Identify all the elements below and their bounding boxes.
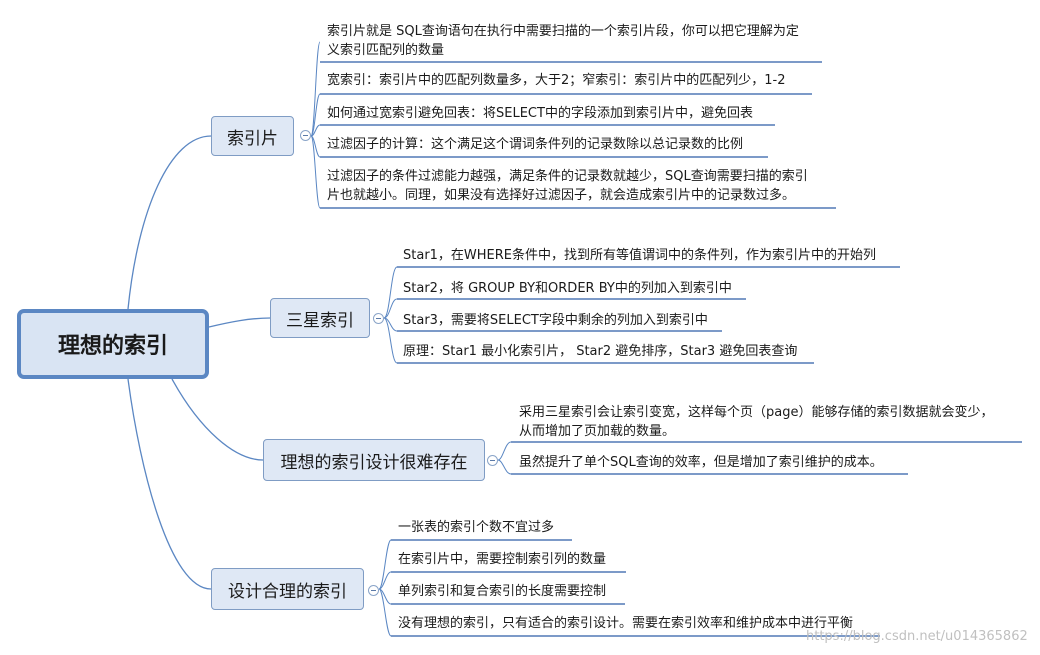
leaf-text-line: 采用三星索引会让索引变宽，这样每个页（page）能够存储的索引数据就会变少， <box>519 405 994 420</box>
leaf-b2-3: 原理：Star1 最小化索引片， Star2 避免排序，Star3 避免回表查询 <box>403 342 797 361</box>
leaf-b1-0: 索引片就是 SQL查询语句在执行中需要扫描的一个索引片段，你可以把它理解为定 义… <box>327 22 799 60</box>
branch-ideal-index-hard[interactable]: 理想的索引设计很难存在 <box>263 439 485 481</box>
leaf-b4-0: 一张表的索引个数不宜过多 <box>398 518 554 537</box>
collapse-toggle-icon[interactable] <box>300 130 311 141</box>
leaf-text-line: 一张表的索引个数不宜过多 <box>398 520 555 535</box>
branch-label: 三星索引 <box>286 310 354 331</box>
connector-b2-leaf <box>383 266 398 319</box>
leaf-b4-2: 单列索引和复合索引的长度需要控制 <box>398 582 606 601</box>
leaf-text-line: 宽索引：索引片中的匹配列数量多，大于2；窄索引：索引片中的匹配列少，1-2 <box>327 73 786 88</box>
leaf-b1-1: 宽索引：索引片中的匹配列数量多，大于2；窄索引：索引片中的匹配列少，1-2 <box>327 71 786 90</box>
leaf-text-line: Star2，将 GROUP BY和ORDER BY中的列加入到索引中 <box>403 281 732 296</box>
connector-b1-leaf <box>310 41 321 137</box>
leaf-b3-0: 采用三星索引会让索引变宽，这样每个页（page）能够存储的索引数据就会变少， 从… <box>519 403 993 441</box>
branch-label: 设计合理的索引 <box>228 581 347 602</box>
connector-root-b3 <box>171 378 264 461</box>
connector-b1-leaf <box>310 124 321 137</box>
leaf-text-line: 索引片就是 SQL查询语句在执行中需要扫描的一个索引片段，你可以把它理解为定 <box>327 24 799 39</box>
leaf-text-line: 原理：Star1 最小化索引片， Star2 避免排序，Star3 避免回表查询 <box>403 344 798 359</box>
branch-label: 理想的索引设计很难存在 <box>280 452 468 473</box>
connector-b4-leaf <box>378 588 392 637</box>
root-label: 理想的索引 <box>57 334 168 359</box>
leaf-text-line: 虽然提升了单个SQL查询的效率，但是增加了索引维护的成本。 <box>519 455 883 470</box>
connector-b2-leaf <box>383 298 398 319</box>
leaf-b2-2: Star3，需要将SELECT字段中剩余的列加入到索引中 <box>403 311 708 330</box>
leaf-text-line: 片也就越小。同理，如果没有选择好过滤因子，就会造成索引片中的记录数过多。 <box>327 188 796 203</box>
leaf-text-line: 从而增加了页加载的数量。 <box>519 424 676 439</box>
leaf-text-line: 单列索引和复合索引的长度需要控制 <box>398 584 607 599</box>
leaf-b4-1: 在索引片中，需要控制索引列的数量 <box>398 550 606 569</box>
connector-b3-leaf <box>497 459 512 475</box>
leaf-text-line: 没有理想的索引，只有适合的索引设计。需要在索引效率和维护成本中进行平衡 <box>398 616 854 631</box>
connector-root-b2 <box>208 317 271 328</box>
leaf-text-line: 如何通过宽索引避免回表：将SELECT中的字段添加到索引片中，避免回表 <box>327 106 753 121</box>
collapse-toggle-icon[interactable] <box>487 455 498 466</box>
collapse-toggle-icon[interactable] <box>373 313 384 324</box>
leaf-b2-0: Star1，在WHERE条件中，找到所有等值谓词中的条件列，作为索引片中的开始列 <box>403 246 876 265</box>
leaf-text-line: 过滤因子的计算：这个满足这个谓词条件列的记录数除以总记录数的比例 <box>327 137 744 152</box>
leaf-b4-3: 没有理想的索引，只有适合的索引设计。需要在索引效率和维护成本中进行平衡 <box>398 614 853 633</box>
leaf-text-line: 在索引片中，需要控制索引列的数量 <box>398 552 607 567</box>
connector-root-b4 <box>127 378 212 590</box>
connector-b1-leaf <box>310 93 321 137</box>
leaf-b3-1: 虽然提升了单个SQL查询的效率，但是增加了索引维护的成本。 <box>519 453 883 472</box>
branch-index-slice[interactable]: 索引片 <box>211 116 294 156</box>
leaf-text-line: 义索引匹配列的数量 <box>327 43 445 58</box>
connector-b3-leaf <box>497 441 512 461</box>
connector-b1-leaf <box>310 135 321 158</box>
branch-reasonable-index[interactable]: 设计合理的索引 <box>211 568 364 610</box>
leaf-text-line: 过滤因子的条件过滤能力越强，满足条件的记录数就越少，SQL查询需要扫描的索引 <box>327 169 808 184</box>
leaf-b2-1: Star2，将 GROUP BY和ORDER BY中的列加入到索引中 <box>403 279 732 298</box>
connector-b1-leaf <box>310 135 321 209</box>
connector-b4-leaf <box>378 539 392 590</box>
leaf-text-line: Star3，需要将SELECT字段中剩余的列加入到索引中 <box>403 313 708 328</box>
connector-b2-leaf <box>383 317 398 364</box>
root-node[interactable]: 理想的索引 <box>17 309 209 379</box>
leaf-b1-4: 过滤因子的条件过滤能力越强，满足条件的记录数就越少，SQL查询需要扫描的索引 片… <box>327 167 808 205</box>
branch-three-star-index[interactable]: 三星索引 <box>270 298 370 338</box>
watermark: https://blog.csdn.net/u014365862 <box>806 629 1028 644</box>
connector-b4-leaf <box>378 571 392 590</box>
leaf-b1-2: 如何通过宽索引避免回表：将SELECT中的字段添加到索引片中，避免回表 <box>327 104 753 123</box>
branch-label: 索引片 <box>227 128 278 149</box>
connector-root-b1 <box>127 135 212 310</box>
leaf-text-line: Star1，在WHERE条件中，找到所有等值谓词中的条件列，作为索引片中的开始列 <box>403 248 877 263</box>
leaf-b1-3: 过滤因子的计算：这个满足这个谓词条件列的记录数除以总记录数的比例 <box>327 135 743 154</box>
collapse-toggle-icon[interactable] <box>368 585 379 596</box>
